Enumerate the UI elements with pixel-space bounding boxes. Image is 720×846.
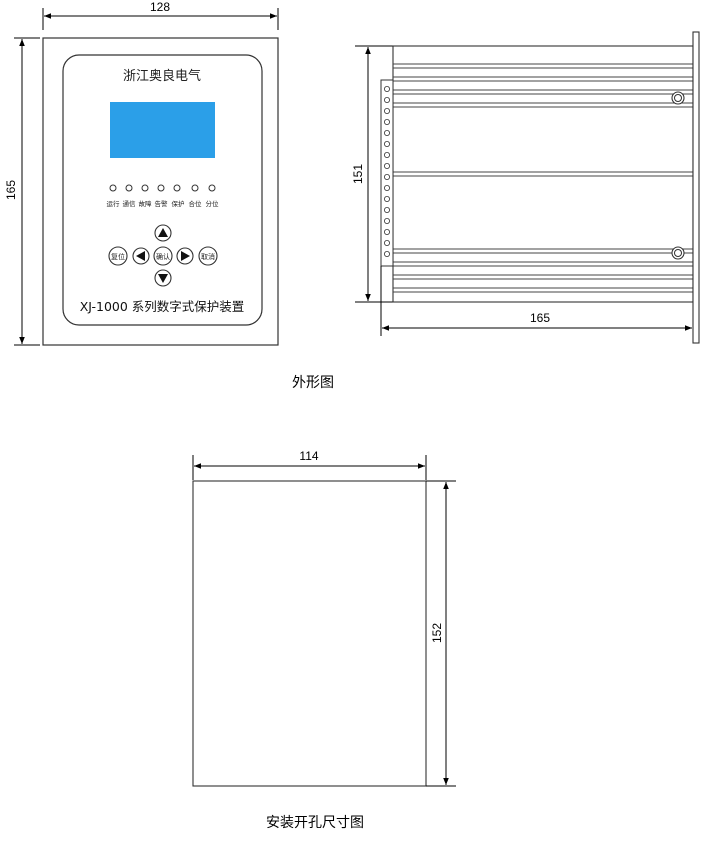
indicator-label: 故障	[139, 199, 153, 208]
led-fault	[141, 184, 149, 192]
indicator-label: 告警	[155, 199, 169, 208]
reset-button-label: 复位	[111, 252, 125, 261]
cutout-width-dimension: 114	[192, 449, 427, 480]
led-closed	[191, 184, 199, 192]
right-button[interactable]	[176, 247, 194, 265]
cancel-button-label: 取消	[201, 252, 215, 261]
front-height-dimension: 165	[4, 37, 40, 346]
confirm-button-label: 确认	[156, 252, 170, 261]
indicator-label: 通信	[123, 199, 137, 208]
left-button[interactable]	[132, 247, 150, 265]
led-open	[208, 184, 216, 192]
side-depth-label: 165	[530, 311, 550, 325]
up-button[interactable]	[154, 224, 172, 242]
model-label: XJ-1000 系列数字式保护装置	[80, 299, 245, 314]
outline-caption: 外形图	[292, 375, 334, 391]
terminal-block	[380, 79, 394, 267]
front-width-dimension: 128	[42, 0, 279, 30]
mounting-screw-bottom	[671, 246, 685, 260]
cutout-rectangle	[192, 480, 427, 787]
front-height-label: 165	[4, 180, 18, 200]
cutout-height-label: 152	[430, 623, 444, 643]
led-running	[109, 184, 117, 192]
side-height-dimension: 151	[351, 45, 393, 303]
brand-label: 浙江奥良电气	[123, 68, 201, 84]
cancel-button[interactable]: 取消	[198, 246, 218, 266]
led-protection	[173, 184, 181, 192]
cutout-view: 114 152	[192, 449, 456, 787]
housing-body	[392, 45, 694, 303]
side-height-label: 151	[351, 164, 365, 184]
down-button[interactable]	[154, 269, 172, 287]
arrow-left-icon	[136, 251, 145, 261]
mounting-screw-top	[671, 91, 685, 105]
arrow-down-icon	[158, 274, 168, 283]
keypad: 复位 确认 取消	[108, 224, 218, 287]
reset-button[interactable]: 复位	[108, 246, 128, 266]
indicator-label: 分位	[206, 199, 220, 208]
front-view: 128 165 浙江奥良电气 运行 通信 故障 告警	[4, 0, 279, 346]
side-view: 151	[351, 31, 700, 344]
arrow-up-icon	[158, 228, 168, 237]
indicator-label: 保护	[172, 199, 185, 208]
front-width-label: 128	[150, 0, 170, 14]
indicator-label: 合位	[189, 199, 203, 208]
indicator-row: 运行 通信 故障 告警 保护 合位 分位	[107, 184, 220, 208]
middle-divider	[393, 171, 693, 177]
upper-fins	[393, 63, 693, 108]
side-depth-dimension: 165	[380, 266, 692, 336]
arrow-right-icon	[181, 251, 190, 261]
lcd-screen	[110, 102, 215, 158]
cutout-width-label: 114	[299, 449, 318, 463]
front-flange	[692, 31, 700, 344]
cutout-height-dimension: 152	[426, 480, 456, 787]
led-communication	[125, 184, 133, 192]
led-alarm	[157, 184, 165, 192]
confirm-button[interactable]: 确认	[153, 246, 173, 266]
indicator-label: 运行	[107, 199, 121, 208]
cutout-caption: 安装开孔尺寸图	[266, 815, 364, 831]
lower-fins	[393, 248, 693, 293]
